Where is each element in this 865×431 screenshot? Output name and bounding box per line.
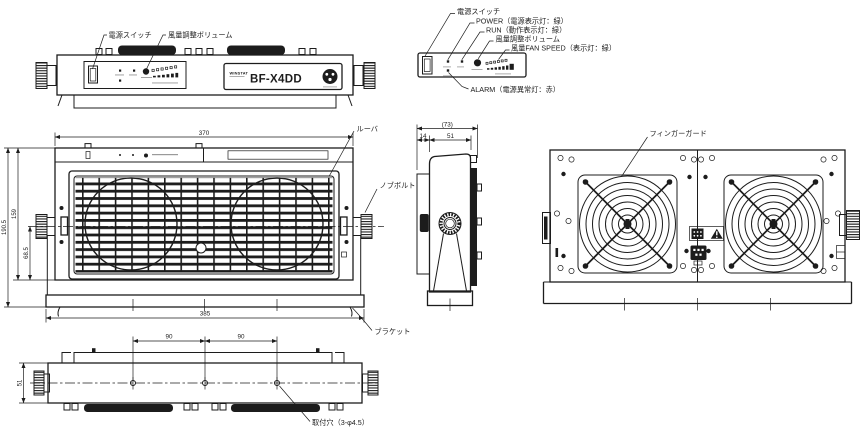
detail-run-callout: RUN（動作表示灯：緑）	[486, 26, 566, 35]
top-vent-bar-left	[118, 45, 176, 55]
top-view-control-panel	[83, 61, 187, 89]
side-view-knob-bolt	[438, 212, 462, 235]
detail-run-led	[460, 60, 464, 63]
rating-label	[689, 226, 724, 241]
detail-panel-body	[417, 52, 527, 78]
louver-callout: ルーバ	[357, 125, 379, 134]
dim-190-5: 190.5	[2, 219, 8, 235]
top-view-bracket	[73, 94, 337, 109]
dim-159: 159	[12, 208, 18, 219]
detail-fan-speed-callout: 風量FAN SPEED（表示灯：緑）	[511, 44, 616, 53]
front-view: 370 385	[2, 125, 415, 337]
power-switch	[88, 65, 98, 84]
dim-90-left: 90	[165, 334, 173, 341]
mounting-hole-1	[130, 380, 136, 386]
bottom-knob-bolt-left	[33, 370, 45, 396]
bracket-base	[45, 294, 365, 308]
louver	[68, 170, 340, 280]
maker-logo	[322, 69, 338, 84]
rear-screw-holes	[554, 155, 841, 274]
front-view-body	[54, 147, 354, 281]
top-view-knob-bolt-left	[35, 62, 48, 89]
top-view-volume-callout: 風量調整ボリューム	[168, 31, 232, 40]
bracket-callout: ブラケット	[375, 327, 411, 336]
power-connector	[690, 245, 707, 266]
top-view-power-switch-callout: 電源スイッチ	[109, 31, 152, 40]
alarm-led	[119, 79, 122, 82]
model-text: BF-X4DD	[250, 74, 302, 86]
rear-view: フィンガーガード	[542, 129, 860, 311]
brand-text: WINSTAT	[230, 71, 249, 76]
run-led	[133, 69, 136, 72]
mounting-holes-callout: 取付穴（3-φ4.5）	[312, 418, 369, 427]
side-view-fan-guard-edge	[470, 168, 477, 286]
detail-alarm-callout: ALARM（電源異常灯：赤）	[471, 85, 560, 94]
bottom-knob-bolt-right	[367, 370, 379, 396]
nameplate: WINSTAT BF-X4DD	[223, 62, 343, 91]
detail-power-switch	[422, 56, 433, 75]
mounting-hole-2	[202, 380, 208, 386]
dim-51-side: 51	[447, 133, 455, 140]
bottom-vent-bar-right	[231, 404, 320, 412]
center-hole	[195, 242, 207, 254]
top-view: 電源スイッチ 風量調整ボリューム	[35, 31, 376, 109]
detail-volume-knob	[473, 59, 482, 67]
detail-power-switch-callout: 電源スイッチ	[457, 7, 500, 16]
detail-power-callout: POWER（電源表示灯：緑）	[476, 17, 568, 26]
dim-385: 385	[200, 311, 211, 318]
rear-knob-bolt	[846, 210, 860, 240]
knob-bolt-callout: ノブボルト	[380, 181, 416, 190]
detail-fan-speed-leds	[509, 63, 514, 70]
detail-volume-callout: 風量調整ボリューム	[496, 35, 560, 44]
bottom-view: 90 90 51 取付穴（3-φ4.5）	[18, 334, 380, 427]
detail-power-led	[446, 60, 450, 63]
rear-bracket-flange	[542, 212, 551, 244]
top-vent-bar-right	[227, 45, 285, 55]
bottom-vent-bar-left	[84, 404, 173, 412]
dim-90-right: 90	[237, 334, 245, 341]
dim-51-bottom: 51	[18, 379, 24, 386]
power-led	[119, 69, 122, 72]
dim-73: (73)	[442, 121, 453, 128]
top-view-knob-bolt-right	[363, 62, 376, 89]
dim-14: 14	[419, 133, 427, 140]
side-view: (73) 14 51	[416, 121, 482, 311]
volume-knob	[142, 68, 150, 75]
control-panel-detail-view: 電源スイッチ POWER（電源表示灯：緑） RUN（動作表示灯：緑） 風量調整ボ…	[417, 7, 616, 94]
dim-68-5: 68.5	[24, 247, 30, 259]
side-view-bracket-arm	[416, 173, 430, 275]
mounting-hole-3	[274, 380, 280, 386]
finger-guard-callout: フィンガーガード	[650, 129, 707, 138]
detail-alarm-led	[446, 69, 450, 72]
dim-370: 370	[199, 130, 210, 137]
